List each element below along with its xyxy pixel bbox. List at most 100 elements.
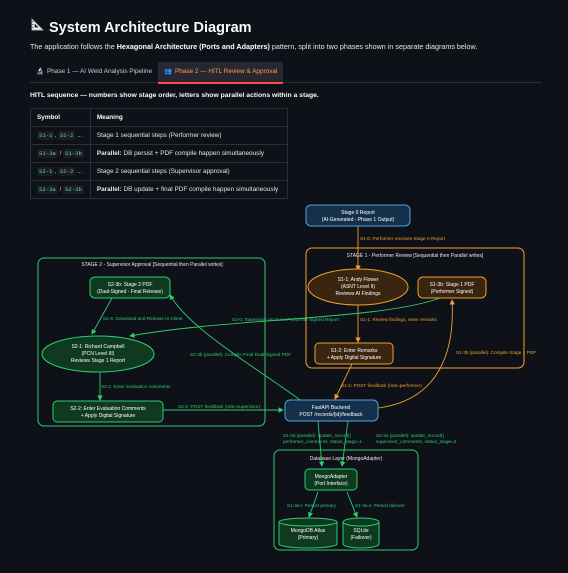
stage-1-label: STAGE 1 - Performer Review [Sequential t… bbox=[347, 253, 484, 259]
people-icon: 👥 bbox=[164, 68, 172, 75]
node-line: MongoAdapter bbox=[315, 474, 348, 480]
code-tail: ... bbox=[77, 169, 83, 175]
code-joiner: / bbox=[59, 187, 62, 193]
node-line: + Apply Digital Signature bbox=[327, 355, 382, 361]
edge-s2-3a bbox=[339, 420, 349, 467]
node-line: (Primary) bbox=[298, 535, 319, 541]
code-chip: S1-1 bbox=[37, 131, 55, 140]
meaning-text: DB update + final PDF compile happen sim… bbox=[121, 186, 279, 193]
code-chip: S1-3a bbox=[37, 149, 58, 158]
tab-phase-2-label: Phase 2 — HITL Review & Approval bbox=[174, 68, 278, 75]
code-chip: S2-1 bbox=[37, 167, 55, 176]
code-joiner: , bbox=[54, 169, 57, 175]
edge-s2-4 bbox=[91, 297, 113, 335]
meaning-text: Stage 1 sequential steps (Performer revi… bbox=[96, 132, 222, 139]
tab-phase-1-label: Phase 1 — AI Weld Analysis Pipeline bbox=[46, 68, 152, 75]
symbol-cell: S2-3a / S2-3b bbox=[30, 180, 91, 199]
node-line: FastAPI Backend bbox=[312, 405, 351, 411]
hitl-caption: HITL sequence — numbers show stage order… bbox=[30, 92, 319, 99]
edge-s1-0-label: S1-0: Performer receives Stage 0 Report bbox=[360, 236, 446, 241]
intro-text: The application follows the Hexagonal Ar… bbox=[30, 42, 477, 51]
page-title: System Architecture Diagram bbox=[30, 17, 252, 36]
edge-s1-3b bbox=[377, 299, 455, 409]
node-line: (PCN Level III) bbox=[82, 351, 115, 357]
enter-remarks-node: S1-2: Enter Remarks + Apply Digital Sign… bbox=[314, 342, 394, 365]
richard-campbell-node: S2-1: Richard Campbell (PCN Level III) R… bbox=[41, 335, 155, 373]
mongodb-atlas-node: MongoDB Atlas (Primary) bbox=[278, 517, 338, 549]
symbol-legend-table: Symbol Meaning S1-1, S1-2 ... Stage 1 se… bbox=[30, 108, 288, 199]
edge-s2-3a-label-2: supervisor_comments, status_stage=2 bbox=[376, 439, 457, 444]
page-title-text: System Architecture Diagram bbox=[49, 20, 252, 36]
meaning-cell: Parallel: DB update + final PDF compile … bbox=[89, 180, 288, 199]
node-line: (Performer Signed) bbox=[431, 289, 474, 295]
code-chip: S1-3b bbox=[63, 149, 84, 158]
edge-s2-0 bbox=[129, 297, 441, 338]
table-row: S1-1, S1-2 ... Stage 1 sequential steps … bbox=[30, 126, 288, 145]
edge-s1-3a-ii-label: S1-3a-ii: Persist failover bbox=[355, 503, 405, 508]
node-line: Reviews AI Findings bbox=[335, 291, 381, 297]
table-row: S2-1, S2-2 ... Stage 2 sequential steps … bbox=[30, 162, 288, 181]
node-line: (Failover) bbox=[350, 535, 371, 541]
edge-s1-1-label: S1-1: Review findings, enter remarks bbox=[360, 317, 438, 322]
node-line: S1-3b: Stage 1 PDF bbox=[430, 282, 475, 288]
code-joiner: / bbox=[59, 151, 62, 157]
symbol-cell: S1-1, S1-2 ... bbox=[30, 126, 91, 145]
stage-2-label: STAGE 2 - Supervisor Approval [Sequentia… bbox=[81, 262, 223, 268]
node-line: S1-1: Andy Flower bbox=[338, 277, 379, 283]
node-line: POST /records/{id}/feedback bbox=[299, 412, 363, 418]
edge-s2-3a-label-1: S2-3a (parallel): update_record() bbox=[376, 433, 444, 438]
edge-s1-3a bbox=[317, 420, 325, 467]
edge-s2-3b bbox=[169, 294, 301, 401]
microscope-icon: 🔬 bbox=[36, 68, 44, 75]
edge-s1-3a-label-2: performer_comments, status_stage=1 bbox=[283, 439, 362, 444]
meaning-bold: Parallel: bbox=[96, 150, 122, 157]
intro-pre: The application follows the bbox=[30, 42, 117, 51]
code-chip: S2-2 bbox=[57, 167, 76, 176]
meaning-text: Stage 2 sequential steps (Supervisor app… bbox=[96, 168, 230, 175]
edge-s2-2-label: S2-2: POST feedback (role=supervisor) bbox=[178, 404, 261, 409]
code-chip: S2-3b bbox=[63, 185, 84, 194]
mongoadapter-node: MongoAdapter (Port Interface) bbox=[304, 468, 358, 491]
edge-s1-2 bbox=[334, 363, 353, 400]
edge-s2-3b-label: S2-3b (parallel): Compile Final Dual-Sig… bbox=[190, 352, 291, 357]
sqlite-node: SQLite (Failover) bbox=[342, 517, 380, 549]
node-line: (Dual-Signed - Final Release) bbox=[97, 289, 163, 295]
node-line: + Apply Digital Signature bbox=[81, 413, 136, 419]
node-line: S2-3b: Stage 2 PDF bbox=[108, 282, 153, 288]
node-line: (Port Interface) bbox=[314, 481, 348, 487]
code-tail: ... bbox=[77, 133, 83, 139]
tab-phase-1[interactable]: 🔬Phase 1 — AI Weld Analysis Pipeline bbox=[30, 62, 158, 82]
andy-flower-node: S1-1: Andy Flower (ASNT Level II) Review… bbox=[307, 268, 409, 306]
node-line: Reviews Stage 1 Report bbox=[71, 358, 126, 364]
table-row: S2-3a / S2-3b Parallel: DB update + fina… bbox=[30, 180, 288, 199]
phase-tabs: 🔬Phase 1 — AI Weld Analysis Pipeline 👥Ph… bbox=[30, 62, 542, 84]
database-layer-label: Database Layer (MongoAdapter) bbox=[310, 456, 383, 462]
code-chip: S1-2 bbox=[57, 131, 76, 140]
intro-post: pattern, split into two phases shown in … bbox=[269, 42, 478, 51]
enter-evaluation-node: S2-2: Enter Evaluation Comments + Apply … bbox=[52, 400, 164, 423]
meaning-text: DB persist + PDF compile happen simultan… bbox=[121, 150, 264, 157]
code-joiner: , bbox=[54, 133, 57, 139]
node-line: (AI-Generated - Phase 1 Output) bbox=[322, 217, 395, 223]
stage-2-cluster bbox=[37, 257, 266, 427]
node-line: SQLite bbox=[353, 528, 369, 534]
edge-s1-3a-i-label: S1-3a-i: Persist primary bbox=[287, 503, 337, 508]
edge-s1-2-label: S1-2: POST feedback (role=performer) bbox=[341, 383, 422, 388]
stage-0-report-node: Stage 0 Report (AI-Generated - Phase 1 O… bbox=[305, 204, 411, 227]
table-row: S1-3a / S1-3b Parallel: DB persist + PDF… bbox=[30, 144, 288, 163]
edge-s1-3a-label-1: S1-3a (parallel): update_record() bbox=[283, 433, 351, 438]
tab-phase-2[interactable]: 👥Phase 2 — HITL Review & Approval bbox=[158, 62, 284, 84]
edge-s1-3a-i bbox=[307, 491, 319, 518]
stage-1-pdf-node: S1-3b: Stage 1 PDF (Performer Signed) bbox=[417, 276, 487, 299]
meaning-bold: Parallel: bbox=[96, 186, 122, 193]
node-line: MongoDB Atlas bbox=[291, 528, 326, 534]
node-line: Stage 0 Report bbox=[341, 210, 375, 216]
fastapi-backend-node: FastAPI Backend POST /records/{id}/feedb… bbox=[284, 399, 379, 422]
node-line: S2-1: Richard Campbell bbox=[71, 344, 124, 350]
stage-2-pdf-node: S2-3b: Stage 2 PDF (Dual-Signed - Final … bbox=[89, 276, 171, 299]
node-line: S1-2: Enter Remarks bbox=[331, 348, 378, 354]
triangle-ruler-icon bbox=[30, 17, 45, 36]
edge-s2-4-label: S2-4: Download and Release to Client bbox=[103, 316, 183, 321]
edge-s1-3a-ii bbox=[346, 491, 358, 518]
